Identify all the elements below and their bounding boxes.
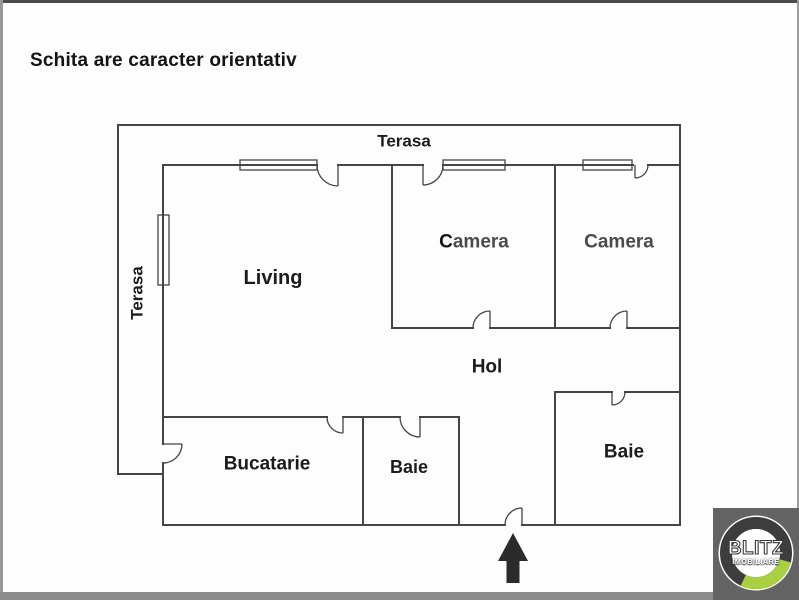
interior-walls bbox=[162, 164, 681, 526]
label-camera-1: Camera bbox=[439, 231, 509, 253]
disclaimer-text: Schita are caracter orientativ bbox=[30, 50, 297, 71]
door-living-terasa bbox=[316, 164, 339, 187]
frame-edge-top bbox=[0, 0, 799, 3]
door-baie-small bbox=[399, 416, 421, 438]
door-camera2-terasa bbox=[634, 164, 649, 179]
frame-edge-bottom bbox=[0, 592, 799, 600]
door-camera2-hol bbox=[609, 310, 628, 329]
logo-ring-icon bbox=[718, 515, 794, 591]
label-hol: Hol bbox=[471, 356, 503, 378]
door-bucatarie-terasa bbox=[162, 443, 183, 464]
frame-edge-right bbox=[797, 0, 799, 600]
label-bucatarie: Bucatarie bbox=[223, 453, 311, 475]
label-baie-large: Baie bbox=[603, 441, 645, 463]
window-terasa-left bbox=[157, 214, 170, 286]
door-bucatarie-hol bbox=[326, 416, 344, 434]
outer-walls bbox=[117, 124, 681, 526]
door-camera1-hol bbox=[472, 310, 491, 329]
label-camera-2: Camera bbox=[584, 231, 654, 253]
label-living: Living bbox=[243, 267, 303, 289]
door-entrance bbox=[504, 507, 523, 526]
entrance-arrow-icon bbox=[498, 533, 528, 583]
door-symbols bbox=[162, 164, 649, 526]
window-camera-2 bbox=[582, 159, 633, 171]
window-symbols bbox=[157, 159, 633, 286]
blitz-imobiliare-logo: BLITZ IMOBILIARE bbox=[713, 508, 799, 600]
frame-edge-left bbox=[0, 0, 3, 600]
label-terasa-left: Terasa bbox=[127, 266, 147, 320]
label-baie-small: Baie bbox=[389, 457, 429, 477]
door-camera1-terasa bbox=[422, 164, 444, 186]
label-terasa-top: Terasa bbox=[377, 131, 431, 151]
door-baie-large bbox=[611, 391, 626, 406]
